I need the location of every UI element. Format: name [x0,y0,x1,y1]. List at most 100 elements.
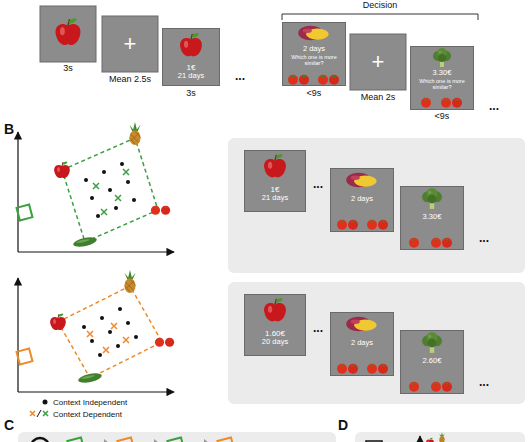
tomato-image [367,220,388,230]
panel-letter: B [4,122,14,136]
timing-label: 3s [162,89,220,98]
grid-dot [120,162,124,166]
tomato-image [431,238,452,248]
context-grid [62,138,158,242]
x-mark [123,337,129,343]
broccoli-image [422,188,442,209]
context-icon [17,349,33,365]
legend-marker [28,409,50,419]
legend-row: Context Dependent [28,408,127,420]
screen-text: Which one is more similar? [413,78,471,91]
context-panel [228,282,525,404]
grid-dot [132,198,136,202]
tomato-image [409,382,419,392]
screen-text: 2 days [285,45,343,54]
tomato-image [155,338,174,347]
screen-text: 3.30€ [403,213,461,222]
sequence-arrow [90,439,113,442]
x-mark [101,209,107,215]
broccoli-image [422,332,442,353]
grid-dot [84,178,88,182]
tomato-image [441,98,462,108]
mango-image [346,173,376,188]
cucumber-image [77,372,102,385]
sequence-panel [18,432,336,442]
apple-image [180,32,202,56]
sequence-arrow [140,439,163,442]
context-grid [58,286,162,378]
context-icon [17,205,33,221]
mango-image [298,26,328,41]
screen-text: 3.30€ [413,69,471,78]
model-panel [355,432,525,442]
screen-text: 2 days [333,339,391,348]
context-icon [67,437,84,442]
fixation-cross: + [102,33,158,55]
screen-text: 21 days [247,194,303,203]
stimulus-screen: 2.60€ [400,330,464,394]
fixation-cross: + [350,51,406,73]
broccoli-image [433,48,451,67]
grid-dot [96,214,100,218]
timing-label: <9s [282,89,346,98]
grid-dots [82,307,138,357]
axis-line [18,251,174,252]
apple-image [264,153,286,177]
x-mark [93,183,99,189]
x-marker [30,411,35,416]
context-panel [228,138,525,273]
screen-text: 20 days [247,338,303,347]
screen-text: 1.60€ [247,329,303,338]
grid-dot [126,321,130,325]
context-icon [117,437,134,442]
apple-image [54,161,70,178]
pineapple-image [129,122,140,145]
screen-text: Which one is more similar? [285,54,343,67]
panel-letter: C [4,418,14,432]
context-icon [217,437,234,442]
timing-label: Mean 2.5s [95,75,165,84]
grid-dot [108,330,112,334]
screen-text: 21 days [165,72,217,81]
stimulus-screen: 1€21 days [162,28,220,86]
scanner-icon [31,438,49,442]
ellipsis: ... [306,322,330,334]
stimulus-screen: 3.30€Which one is more similar? [410,46,474,110]
tomato-image [337,220,358,230]
fixation-screen [350,34,406,90]
legend-text: Context Independent [53,398,127,407]
ellipsis: ... [222,70,258,82]
decision-bracket [282,14,478,20]
grid-dot [114,206,118,210]
timing-label: Mean 2s [343,93,413,102]
grid-dot [134,335,138,339]
sequence-arrow [190,439,213,442]
legend-text: Context Dependent [53,410,122,419]
grid-dot [100,316,104,320]
tomato-image [421,98,431,108]
context-marks [93,169,129,215]
axis-line [419,436,420,442]
apple-image [55,17,80,45]
context-marks [87,323,129,353]
timing-label: <9s [410,112,474,121]
stimulus-screen: 1€21 days [244,150,306,212]
screen-text: 1€ [165,63,217,72]
axis-line [18,391,174,392]
grid-dot [98,353,102,357]
tomato-image [288,75,309,85]
grid-dot [118,307,122,311]
axis-line [17,132,18,252]
stimulus-screen: 2 daysWhich one is more similar? [282,22,346,86]
screen-text: 2.60€ [403,357,461,366]
grid-dots [84,162,136,218]
legend-row: Context Independent [28,396,127,408]
apple-image [50,313,66,330]
ellipsis: ... [474,100,514,112]
phase-label: Decision [330,1,430,10]
stimulus-screen [40,6,96,62]
stimulus-screen: 2 days [330,168,394,232]
dot-marker [43,400,48,405]
computer-icon [366,441,382,442]
